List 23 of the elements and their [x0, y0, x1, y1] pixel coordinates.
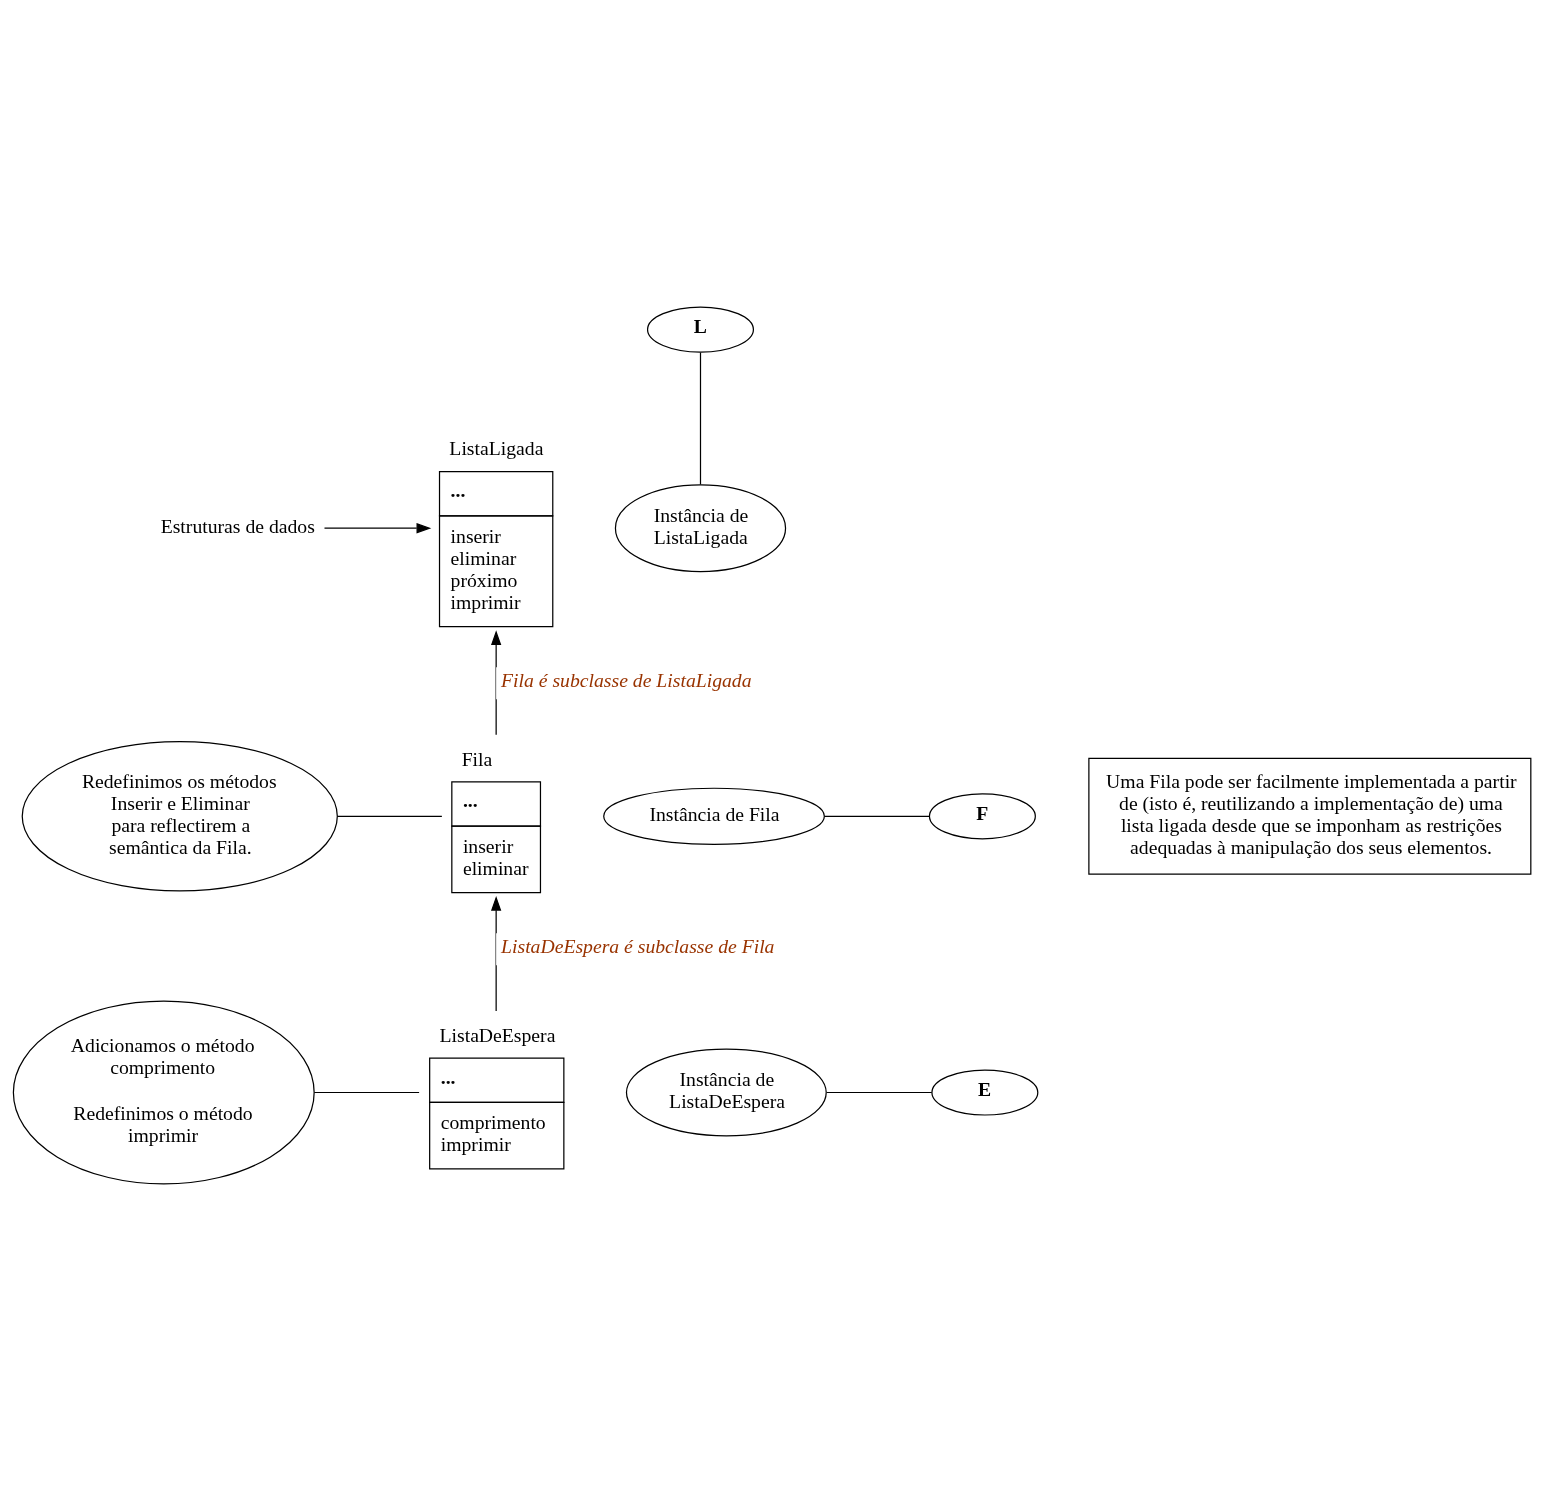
connector: [699, 351, 702, 485]
node-ellipse: L: [646, 305, 755, 353]
node-label: Fila: [461, 747, 493, 770]
node-box: Uma Fila pode ser facilmente implementada a partir de (isto é, reutilizando a implementação de) uma lista ligada desde que se imponham as restrições adequadas à manipulação dos seus elementos.: [1088, 757, 1532, 875]
node-label: ListaDeEspera: [439, 1023, 556, 1046]
node-ellipse: Adicionamos o método comprimento Redefinimos o método imprimir: [12, 999, 315, 1185]
arrow: [490, 895, 502, 1012]
connector: [826, 1091, 933, 1093]
node-ellipse: Redefinimos os métodos Inserir e Eliminar para reflectirem a semântica da Fila.: [21, 740, 338, 891]
node-ellipse: F: [928, 792, 1036, 839]
node-text: Estruturas de dados: [160, 514, 315, 537]
node-label: ListaLigada: [449, 436, 544, 459]
arrow: [490, 629, 502, 735]
node-ellipse: Instância de ListaLigada: [614, 483, 787, 572]
connector: [313, 1091, 420, 1093]
connector: [824, 815, 930, 817]
edge-label: ListaDeEspera é subclasse de Fila: [501, 934, 775, 957]
connector: [336, 815, 443, 817]
node-ellipse: Instância de ListaDeEspera: [625, 1048, 827, 1136]
node-ellipse: E: [931, 1068, 1039, 1116]
node-ellipse: Instância de Fila: [603, 787, 825, 845]
edge-label: Fila é subclasse de ListaLigada: [501, 668, 752, 691]
arrow: [323, 522, 432, 533]
